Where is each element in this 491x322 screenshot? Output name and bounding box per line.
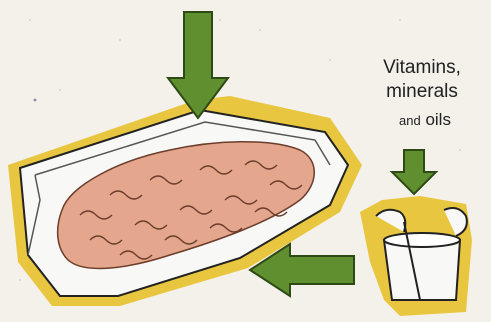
caption-oils: oils xyxy=(425,110,451,129)
caption-line-1: Vitamins, xyxy=(362,57,482,79)
bucket-body xyxy=(384,240,460,300)
caption-line-3: and oils xyxy=(370,110,480,130)
caption-and: and xyxy=(399,113,421,128)
caption-line-2: minerals xyxy=(362,81,482,103)
small-down-arrow-icon xyxy=(392,150,436,194)
mixing-bucket-icon xyxy=(360,196,472,316)
